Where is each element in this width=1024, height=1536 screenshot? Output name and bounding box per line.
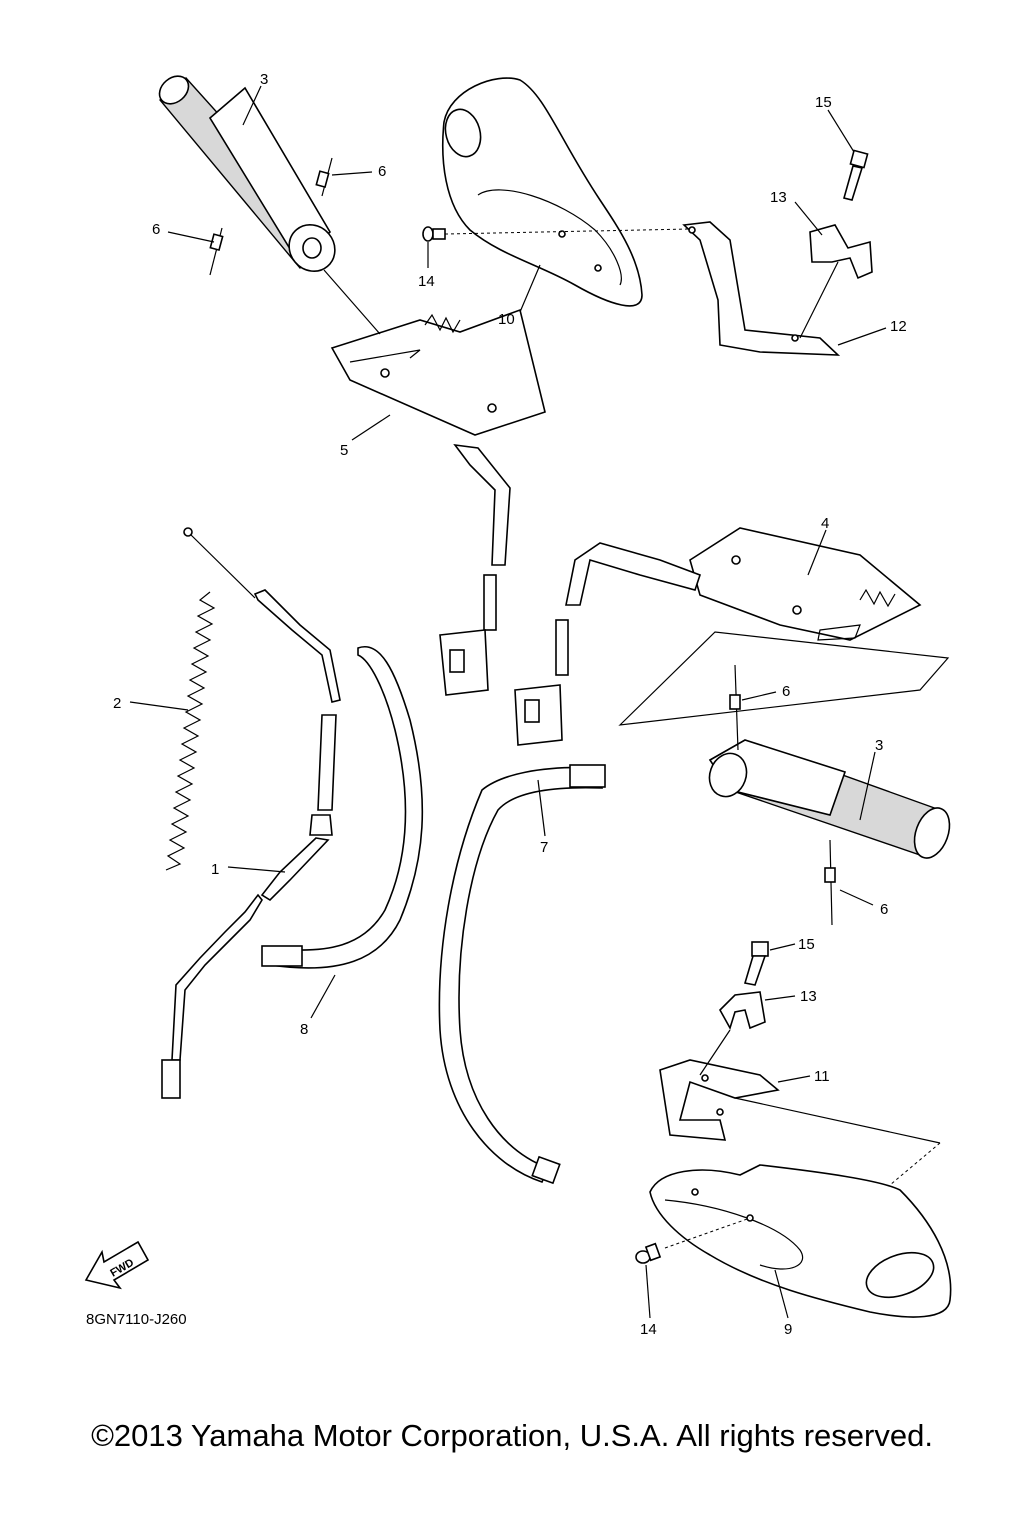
callout-10: 10 xyxy=(498,311,515,328)
hose-8 xyxy=(261,645,424,969)
callout-14-upper: 14 xyxy=(418,273,435,290)
callout-14-lower: 14 xyxy=(640,1321,657,1338)
rivet-icon-upper-right xyxy=(315,157,333,197)
callout-8: 8 xyxy=(300,1021,308,1038)
bolt-icon-lower-15 xyxy=(743,941,769,986)
handguard-lower xyxy=(649,1164,952,1318)
bracket-lower xyxy=(659,1059,780,1141)
callout-9: 9 xyxy=(784,1321,792,1338)
handguard-upper xyxy=(441,77,643,307)
grip-lower xyxy=(708,739,951,859)
callout-6-upper-left: 6 xyxy=(152,221,160,238)
heater-element-lower xyxy=(514,527,950,746)
callout-15-upper: 15 xyxy=(815,94,832,111)
bolt-icon-lower-14 xyxy=(635,1242,662,1264)
grip-upper xyxy=(158,75,336,272)
copyright-notice: ©2013 Yamaha Motor Corporation, U.S.A. A… xyxy=(91,1418,933,1453)
callout-13-lower: 13 xyxy=(800,988,817,1005)
clamp-lower xyxy=(719,991,766,1031)
spring xyxy=(165,591,216,871)
callout-13-upper: 13 xyxy=(770,189,787,206)
callout-3-lower: 3 xyxy=(875,737,883,754)
callout-6-upper-right: 6 xyxy=(378,163,386,180)
callout-6-lower-lower: 6 xyxy=(880,901,888,918)
rivet-icon-lower-upper xyxy=(729,664,741,751)
bolt-icon-upper xyxy=(422,226,446,242)
callout-11: 11 xyxy=(814,1068,830,1085)
diagram-code: 8GN7110-J260 xyxy=(86,1311,187,1328)
clamp-upper xyxy=(809,224,873,280)
callout-7: 7 xyxy=(540,839,548,856)
rivet-icon-upper-left xyxy=(209,227,224,276)
callout-3-upper: 3 xyxy=(260,71,268,88)
fwd-arrow-icon: FWD xyxy=(84,1240,150,1290)
callout-1: 1 xyxy=(211,861,219,878)
callout-12: 12 xyxy=(890,318,907,335)
callout-6-lower-upper: 6 xyxy=(782,683,790,700)
bracket-upper xyxy=(682,221,841,356)
callout-2: 2 xyxy=(113,695,121,712)
callout-5: 5 xyxy=(340,442,348,459)
rivet-icon-lower-lower xyxy=(824,839,836,926)
heater-element-upper xyxy=(330,308,546,696)
callout-15-lower: 15 xyxy=(798,936,815,953)
bolt-icon-upper-15 xyxy=(843,149,869,201)
throttle-cable xyxy=(161,527,341,1099)
hose-7 xyxy=(438,764,606,1185)
callout-4: 4 xyxy=(821,515,829,532)
